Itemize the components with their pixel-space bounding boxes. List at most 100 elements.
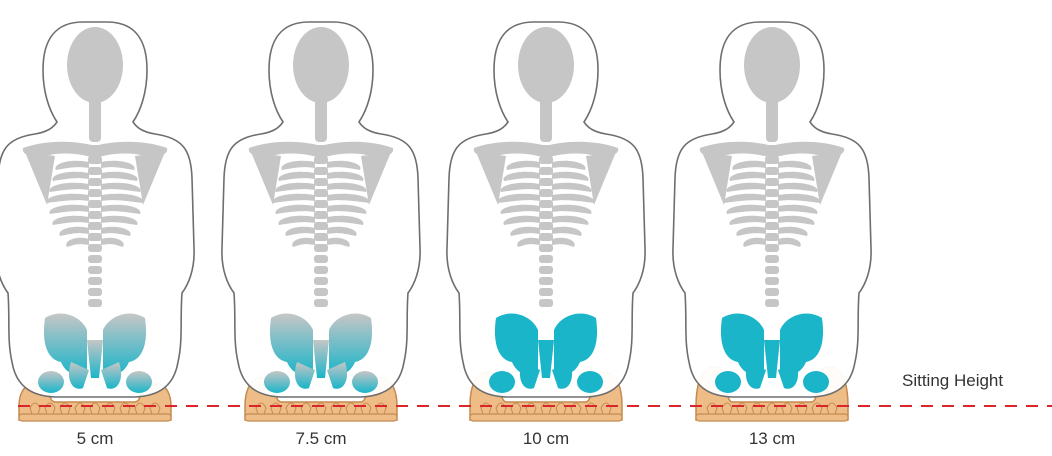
vertebra [765,200,779,208]
right-femur-head [803,371,829,393]
cushion-cell [707,403,717,414]
cushion-cell [105,403,115,414]
cushion-base [470,414,622,421]
cushion-cell [511,403,521,414]
vertebra [88,167,102,175]
left-femur-head [715,371,741,393]
left-femur-head [38,371,64,393]
vertebra [314,178,328,186]
cushion-size-label-10cm: 10 cm [486,429,606,449]
vertebra [539,233,553,241]
vertebra [765,255,779,263]
vertebra [314,244,328,252]
cushion-base [19,414,171,421]
skull [518,27,574,103]
cushion-cell [541,403,551,414]
vertebra [539,288,553,296]
vertebra [314,189,328,197]
vertebra [539,178,553,186]
vertebra [314,266,328,274]
cushion-cell [767,403,777,414]
figure-2 [222,22,420,421]
vertebra [765,288,779,296]
cushion-cell [812,403,822,414]
sitting-height-label: Sitting Height [902,371,1003,391]
cushion-cell [481,403,491,414]
cushion-cell [331,403,341,414]
vertebra [765,233,779,241]
neck [89,98,101,142]
vertebra [314,233,328,241]
vertebra [539,211,553,219]
cushion-size-label-13cm: 13 cm [712,429,832,449]
vertebra [88,145,102,153]
neck [766,98,778,142]
vertebra [539,189,553,197]
cushion-cell [752,403,762,414]
vertebra [765,145,779,153]
right-femur-head [577,371,603,393]
vertebra [539,145,553,153]
neck [315,98,327,142]
vertebra [314,277,328,285]
cushion-cell [496,403,506,414]
vertebra [765,189,779,197]
vertebra [539,200,553,208]
cushion-cell [45,403,55,414]
vertebra [539,255,553,263]
figure-4 [673,22,871,421]
vertebra [88,244,102,252]
vertebra [314,145,328,153]
vertebra [314,255,328,263]
figure-1 [0,22,194,421]
vertebra [88,266,102,274]
vertebra [314,167,328,175]
cushion-base [696,414,848,421]
cushion-cell [827,403,837,414]
vertebra [88,156,102,164]
vertebra [88,255,102,263]
vertebra [539,156,553,164]
vertebra [539,244,553,252]
cushion-size-label-7-5cm: 7.5 cm [261,429,381,449]
vertebra [314,156,328,164]
vertebra [314,222,328,230]
vertebra [88,288,102,296]
vertebra [88,299,102,307]
left-femur-head [264,371,290,393]
vertebra [539,222,553,230]
vertebra [88,189,102,197]
vertebra [88,211,102,219]
cushion-cell [361,403,371,414]
right-femur-head [352,371,378,393]
vertebra [539,167,553,175]
figure-3 [447,22,645,421]
vertebra [539,299,553,307]
vertebra [539,266,553,274]
vertebra [765,277,779,285]
vertebra [765,266,779,274]
vertebra [314,299,328,307]
neck [540,98,552,142]
vertebra [765,178,779,186]
vertebra [88,178,102,186]
cushion-cell [301,403,311,414]
vertebra [88,222,102,230]
cushion-cell [271,403,281,414]
vertebra [314,288,328,296]
vertebra [765,299,779,307]
cushion-cell [376,403,386,414]
cushion-cell [286,403,296,414]
left-femur-head [489,371,515,393]
cushion-cell [150,403,160,414]
vertebra [88,233,102,241]
skull [744,27,800,103]
cushion-cell [346,403,356,414]
cushion-cell [256,403,266,414]
right-femur-head [126,371,152,393]
cushion-cell [737,403,747,414]
cushion-cell [30,403,40,414]
skull [67,27,123,103]
